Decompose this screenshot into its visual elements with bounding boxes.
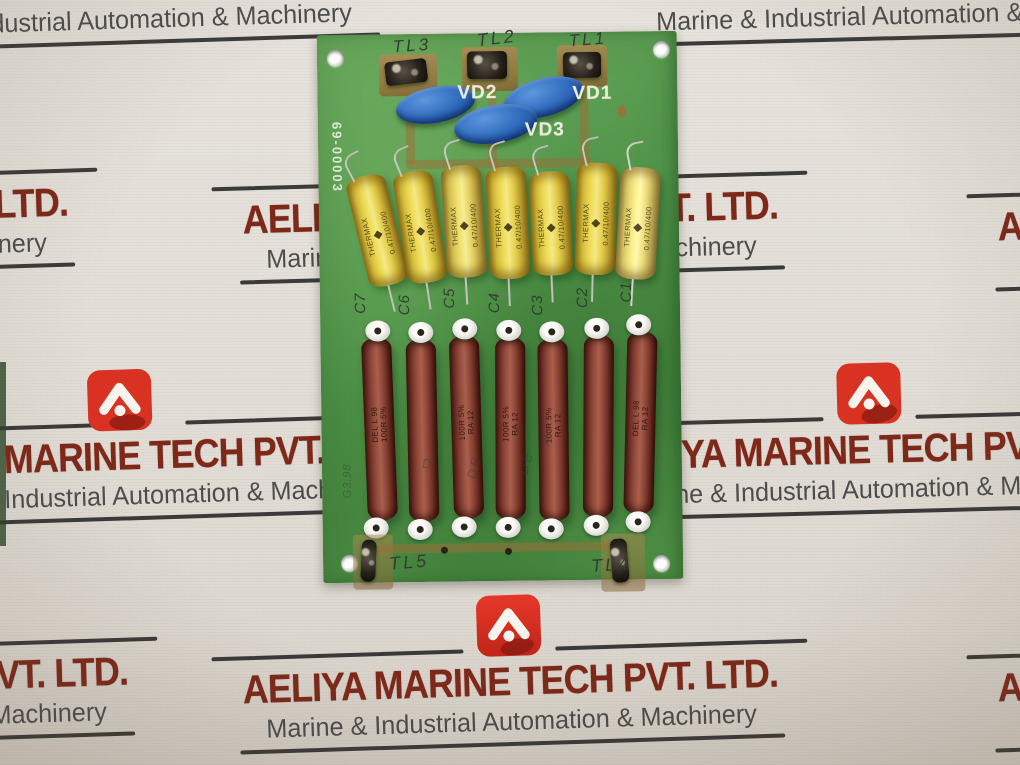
rule-line [211, 649, 464, 662]
thermax-emblem-icon [591, 219, 600, 228]
ceramic-bead [407, 518, 433, 541]
capacitor-value-text: 0.47/10/400 [512, 204, 524, 250]
solder-joint [504, 547, 513, 555]
rule-line [966, 186, 1020, 199]
handwritten-mark: X [541, 434, 554, 450]
rule-line [0, 262, 75, 284]
handwritten-cap-label: C7 [351, 292, 370, 314]
circuit-board: 69-00003 TL3 TL2 TL1 VD2 VD1 VD3 THERMAX… [316, 26, 684, 592]
ceramic-bead [408, 321, 434, 344]
handwritten-terminal-label: TL1 [567, 28, 608, 51]
capacitor-brand-text: THERMAX [359, 216, 378, 258]
resistor [582, 334, 614, 518]
thermax-emblem-icon [416, 226, 426, 236]
handwritten-cap-label: C5 [440, 287, 459, 309]
watermark-tile: AELIYA MARINE TECH PVT. LTD. Marine & In… [953, 582, 1020, 753]
capacitor-brand-text: THERMAX [535, 208, 547, 249]
capacitor-brand-text: THERMAX [492, 207, 504, 248]
rule-line [966, 647, 1020, 660]
varistor-label: VD1 [572, 82, 613, 105]
handwritten-mark: D [421, 455, 435, 471]
terminal-lug [383, 57, 429, 87]
rule-line [0, 167, 98, 180]
resistor-value-text: 100R 5% [378, 406, 389, 443]
capacitor: THERMAX 0.47/10/400 [485, 166, 531, 280]
capacitor-value-text: 0.47/10/400 [422, 207, 439, 253]
handwritten-cap-label: C2 [573, 286, 592, 309]
thermax-emblem-icon [459, 221, 469, 231]
aeliya-logo-icon [475, 593, 543, 658]
photo-edge-sliver [0, 362, 6, 546]
rule-line [0, 636, 158, 649]
handwritten-cap-label: C4 [485, 291, 504, 314]
capacitor: THERMAX 0.47/10/400 [614, 166, 662, 281]
capacitor: THERMAX 0.47/10/400 [574, 162, 618, 276]
watermark-tile: AELIYA MARINE TECH PVT. LTD. Marine & In… [198, 584, 822, 755]
resistor: 100R 5%RA 12 [537, 338, 570, 522]
handwritten-terminal-label: TL4 [590, 553, 632, 576]
capacitor: THERMAX 0.47/10/400 [528, 170, 574, 277]
rule-line [555, 638, 808, 651]
ceramic-bead [625, 511, 651, 533]
handwritten-terminal-label: TL5 [388, 550, 430, 574]
thermax-emblem-icon [633, 223, 643, 233]
varistor-label: VD2 [457, 82, 498, 104]
watermark-tile: AELIYA MARINE TECH PVT. LTD. Marine & In… [558, 354, 1020, 522]
capacitor-value-text: 0.47/10/400 [641, 206, 654, 251]
capacitor-value-text: 0.47/10/400 [555, 205, 567, 250]
rule-line [0, 731, 135, 753]
ceramic-bead [451, 516, 477, 538]
capacitor: THERMAX 0.47/10/400 [440, 164, 488, 279]
ceramic-bead [538, 518, 564, 540]
watermark-tile: AELIYA MARINE TECH PVT. LTD. Marine & In… [0, 113, 112, 284]
ceramic-bead [452, 318, 478, 340]
watermark-tile: AELIYA MARINE TECH PVT. LTD. Marine & In… [953, 121, 1020, 292]
handwritten-cap-label: C6 [395, 293, 414, 316]
resistor-code-text: RA 12 [465, 410, 476, 435]
aeliya-logo-icon [86, 368, 154, 433]
watermark-tile: AELIYA MARINE TECH PVT. LTD. Marine & In… [0, 582, 172, 753]
capacitor-value-text: 0.47/10/400 [600, 201, 611, 246]
resistor-value-text: 100R 5% [501, 406, 511, 442]
handwritten-cap-label: C3 [528, 294, 547, 316]
resistor: 100R 5%RA 12 [495, 336, 526, 520]
resistor: 100R 5%RA 12 [448, 335, 485, 519]
resistor-code-text: RA 12 [640, 406, 650, 431]
watermark-tile: AELIYA MARINE TECH PVT. LTD. Marine & In… [0, 358, 452, 529]
thermax-emblem-icon [546, 223, 555, 232]
board-part-number: 69-00003 [329, 121, 346, 194]
capacitor-value-text: 0.47/10/400 [378, 210, 398, 255]
terminal-lug [360, 539, 377, 582]
resistor-code-text: RA 12 [553, 413, 563, 438]
mounting-hole [326, 49, 345, 68]
handwritten-note: G3.98 [341, 463, 354, 499]
mounting-hole [653, 554, 671, 573]
copper-dot [617, 105, 627, 118]
capacitor-brand-text: THERMAX [622, 207, 634, 248]
thermax-emblem-icon [503, 223, 512, 232]
resistor-brand-text: DEL L 98 [631, 400, 641, 437]
handwritten-cap-label: C1 [617, 281, 636, 303]
varistor-label: VD3 [524, 119, 565, 141]
aeliya-logo-icon [835, 361, 903, 426]
terminal-lug [466, 50, 508, 80]
resistor [405, 338, 440, 523]
handwritten-terminal-label: TL3 [392, 34, 432, 57]
resistor-code-text: RA 12 [510, 411, 520, 436]
capacitor-value-text: 0.47/10/400 [468, 203, 481, 248]
rule-line [915, 408, 1020, 419]
ceramic-bead [495, 516, 521, 539]
terminal-lug [562, 51, 602, 79]
ceramic-bead [365, 320, 391, 342]
solder-joint [440, 546, 449, 554]
capacitor-brand-text: THERMAX [448, 206, 461, 247]
capacitor-brand-text: THERMAX [580, 203, 591, 243]
rule-line [0, 423, 94, 436]
mounting-hole [652, 40, 670, 59]
capacitor-brand-text: THERMAX [403, 212, 419, 254]
